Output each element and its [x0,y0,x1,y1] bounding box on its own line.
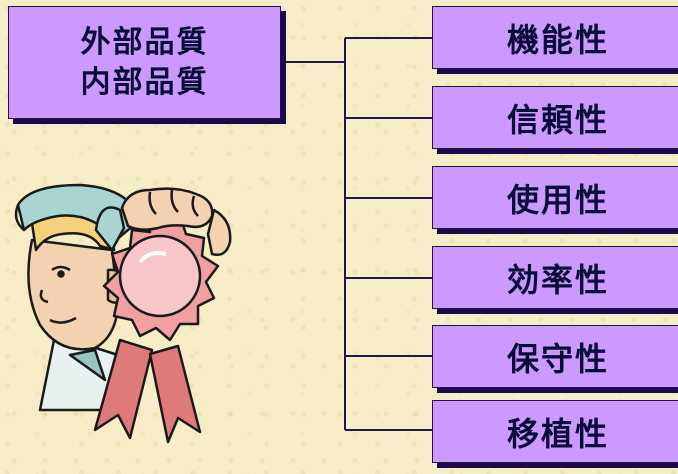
property-box-efficiency: 効率性 [432,246,678,309]
property-box-reliability: 信頼性 [432,86,678,149]
external-quality-label: 外部品質 [80,24,209,60]
property-box-functionality: 機能性 [432,6,678,69]
internal-quality-label: 内部品質 [80,64,209,100]
property-label: 保守性 [506,339,609,378]
property-box-usability: 使用性 [432,166,678,229]
quality-category-box: 外部品質 内部品質 [8,6,281,119]
property-label: 機能性 [506,20,609,59]
man-holding-award-ribbon-icon [14,183,232,444]
property-box-maintainability: 保守性 [432,325,678,388]
property-label: 効率性 [506,260,609,299]
property-label: 信頼性 [506,100,609,139]
property-box-portability: 移植性 [432,400,678,463]
property-label: 使用性 [506,180,609,219]
property-label: 移植性 [506,414,609,453]
